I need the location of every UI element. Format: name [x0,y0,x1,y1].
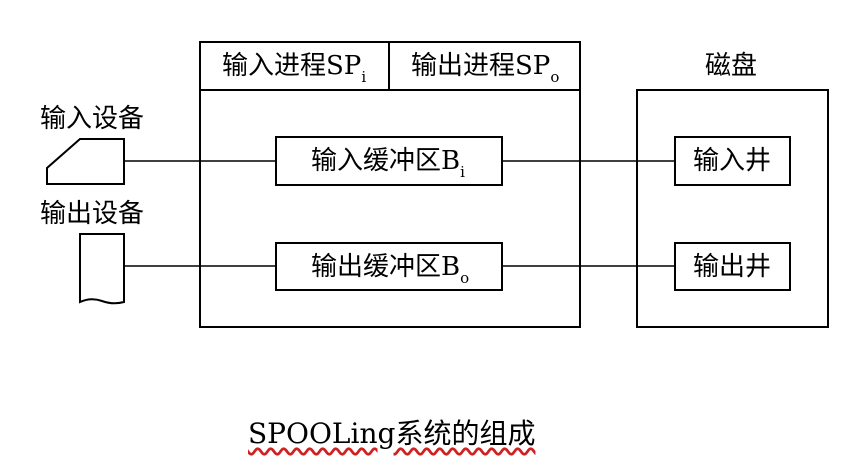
output-buffer-label: 输出缓冲区Bo [311,252,470,287]
input-buffer-label: 输入缓冲区Bi [311,146,465,181]
input-buffer-box [275,136,503,186]
output-device-label: 输出设备 [40,199,145,229]
output-well-label: 输出井 [693,252,772,282]
input-process-label: 输入进程SPi [222,51,367,86]
output-well-box [674,242,791,291]
output-process-label: 输出进程SPo [411,51,560,86]
output-device-icon [79,233,125,305]
diagram-caption: SPOOLing系统的组成 [248,417,536,450]
input-device-icon [46,138,125,185]
input-well-label: 输入井 [693,146,772,176]
input-device-label: 输入设备 [40,104,145,134]
disk-box [636,89,829,328]
disk-title: 磁盘 [705,51,758,81]
